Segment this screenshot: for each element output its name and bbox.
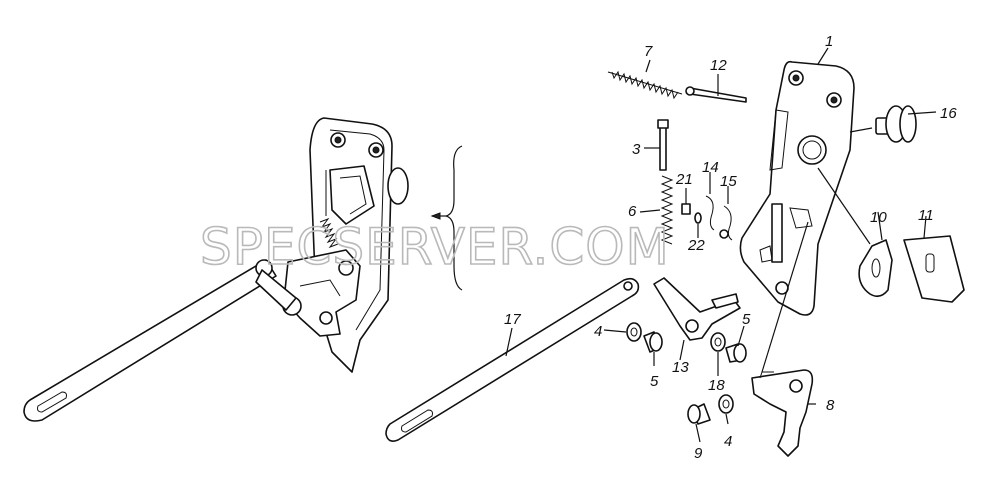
part-11-plate xyxy=(903,235,965,303)
leader-lines xyxy=(505,47,937,443)
callout-15: 15 xyxy=(720,173,737,190)
callout-14: 14 xyxy=(702,159,719,176)
watermark: SPECSERVER.COM xyxy=(200,218,670,276)
callout-9: 9 xyxy=(694,445,703,462)
assembly-arrow xyxy=(430,145,463,291)
callout-12: 12 xyxy=(710,57,727,74)
part-17-rod xyxy=(385,277,640,442)
callout-17: 17 xyxy=(504,311,521,328)
callout-3: 3 xyxy=(632,141,641,158)
part-1-plate xyxy=(739,60,855,316)
callout-18: 18 xyxy=(708,377,725,394)
callout-labels: 1 3 4 4 5 5 6 7 8 9 10 11 12 13 14 15 16… xyxy=(504,33,957,462)
callout-8: 8 xyxy=(826,397,835,414)
callout-6: 6 xyxy=(628,203,637,220)
callout-10: 10 xyxy=(870,209,887,226)
part-16-knob xyxy=(875,105,917,143)
part-10-cam xyxy=(858,239,893,298)
assembled-lock-mechanism xyxy=(23,117,463,422)
part-12-pin xyxy=(685,86,747,103)
callout-4b: 4 xyxy=(724,433,732,450)
callout-13: 13 xyxy=(672,359,689,376)
assembled-rod xyxy=(23,259,277,422)
callout-7: 7 xyxy=(644,43,653,60)
callout-5a: 5 xyxy=(650,373,659,390)
part-13-bracket xyxy=(653,277,741,341)
part-7-spring xyxy=(607,70,683,100)
callout-4a: 4 xyxy=(594,323,602,340)
part-8-lever xyxy=(751,369,814,457)
part-3-pin xyxy=(657,119,669,171)
assembled-plate xyxy=(255,117,409,373)
part-washers-pins xyxy=(626,322,747,425)
callout-21: 21 xyxy=(675,171,693,188)
callout-11: 11 xyxy=(918,207,934,224)
part-6-spring xyxy=(660,175,674,245)
callout-1: 1 xyxy=(825,33,833,50)
callout-22: 22 xyxy=(687,237,705,254)
callout-16: 16 xyxy=(940,105,957,122)
part-21-22-clips xyxy=(681,195,733,241)
callout-5b: 5 xyxy=(742,311,751,328)
